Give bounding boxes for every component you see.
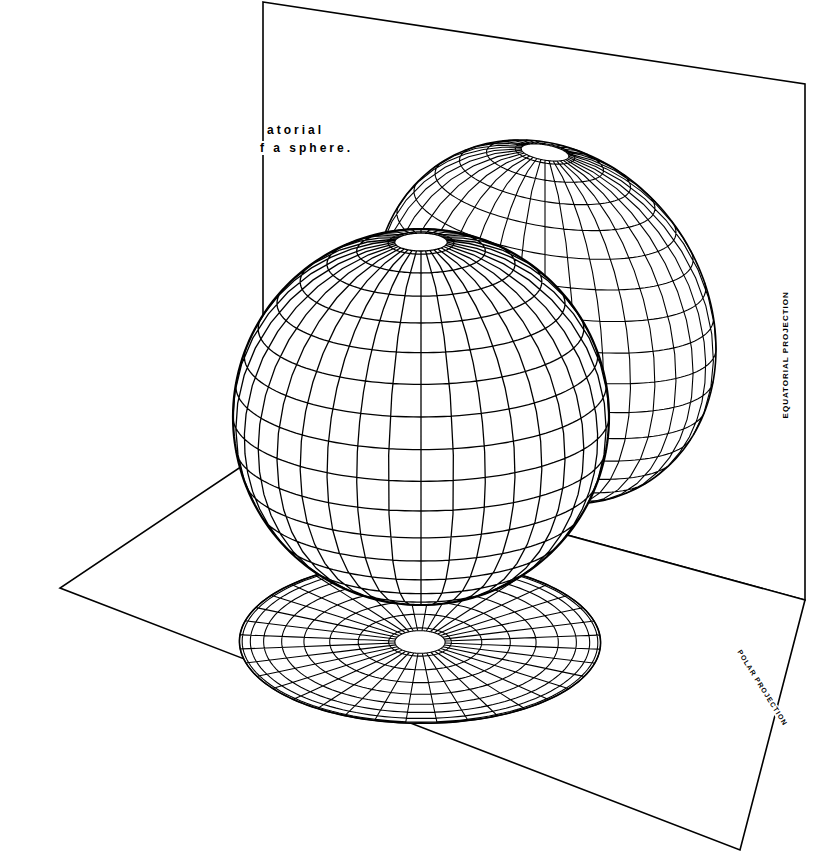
globe-fill [233,229,609,605]
globe-outline [233,229,609,605]
caption-fragment: atorial [265,123,326,137]
pole-cap [521,141,569,164]
sphere [233,229,609,605]
caption-fragment: f a sphere. [258,141,355,155]
projection-label: EQUATORIAL PROJECTION [781,289,791,420]
graticule-lines [233,229,609,605]
pole-cap [393,630,447,655]
pole-cap [395,233,447,251]
